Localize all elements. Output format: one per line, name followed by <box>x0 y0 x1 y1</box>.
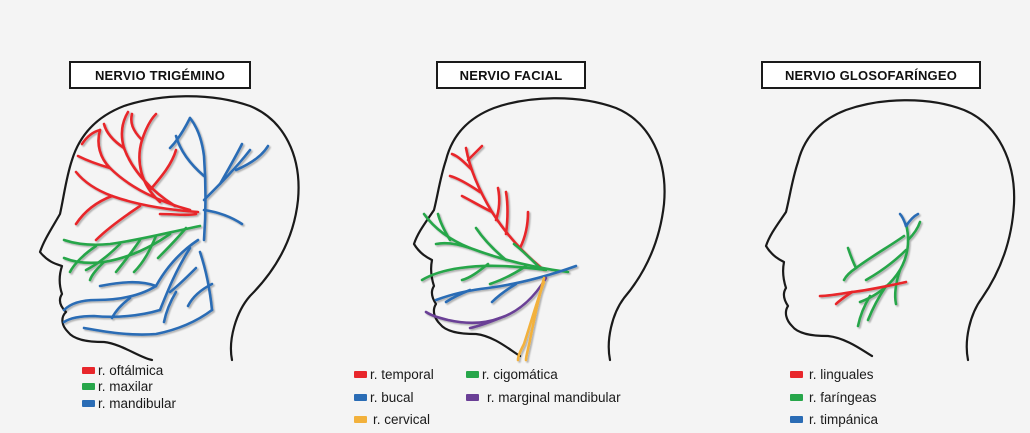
swatch-blue-icon <box>790 416 803 423</box>
swatch-yellow-icon <box>354 416 367 423</box>
swatch-blue-icon <box>82 400 95 407</box>
legend-item-temporal: r. temporal <box>354 367 434 382</box>
legend-item-mandibular: r. mandibular <box>82 396 176 411</box>
legend-label: r. mandibular <box>98 396 176 411</box>
legend-item-bucal: r. bucal <box>354 390 414 405</box>
swatch-purple-icon <box>466 394 479 401</box>
legend-item-oftalmica: r. oftálmica <box>82 363 163 378</box>
facial-cigomatica-branches <box>422 214 568 284</box>
legend-item-marginal-mandibular: r. marginal mandibular <box>466 390 621 405</box>
legend-label: r. bucal <box>370 390 414 405</box>
legend-item-linguales: r. linguales <box>790 367 874 382</box>
legend-item-cigomatica: r. cigomática <box>466 367 558 382</box>
legend-label: r. cigomática <box>482 367 558 382</box>
legend-label: r. faríngeas <box>809 390 877 405</box>
legend-item-maxilar: r. maxilar <box>82 379 153 394</box>
facial-cervical-branches <box>518 278 544 360</box>
head-outline-glosofaringeo <box>766 100 1014 360</box>
swatch-green-icon <box>466 371 479 378</box>
legend-item-faringeas: r. faríngeas <box>790 390 877 405</box>
swatch-green-icon <box>790 394 803 401</box>
trigemino-mandibular-branches <box>64 118 268 335</box>
swatch-green-icon <box>82 383 95 390</box>
legend-label: r. marginal mandibular <box>487 390 621 405</box>
legend-item-timpanica: r. timpánica <box>790 412 878 427</box>
legend-label: r. maxilar <box>98 379 153 394</box>
swatch-blue-icon <box>354 394 367 401</box>
legend-label: r. cervical <box>373 412 430 427</box>
trigemino-maxilar-branches <box>64 226 200 280</box>
legend-label: r. temporal <box>370 367 434 382</box>
swatch-red-icon <box>82 367 95 374</box>
legend-label: r. timpánica <box>809 412 878 427</box>
swatch-red-icon <box>354 371 367 378</box>
legend-item-cervical: r. cervical <box>354 412 430 427</box>
head-outline-trigemino <box>40 96 299 360</box>
swatch-red-icon <box>790 371 803 378</box>
legend-label: r. linguales <box>809 367 874 382</box>
facial-marginal-mandibular-branches <box>426 278 546 328</box>
trigemino-oftalmica-branches <box>76 112 198 240</box>
legend-label: r. oftálmica <box>98 363 163 378</box>
glosofaringeo-faringeas-branches <box>844 222 920 326</box>
glosofaringeo-timpanica-branches <box>900 214 918 226</box>
